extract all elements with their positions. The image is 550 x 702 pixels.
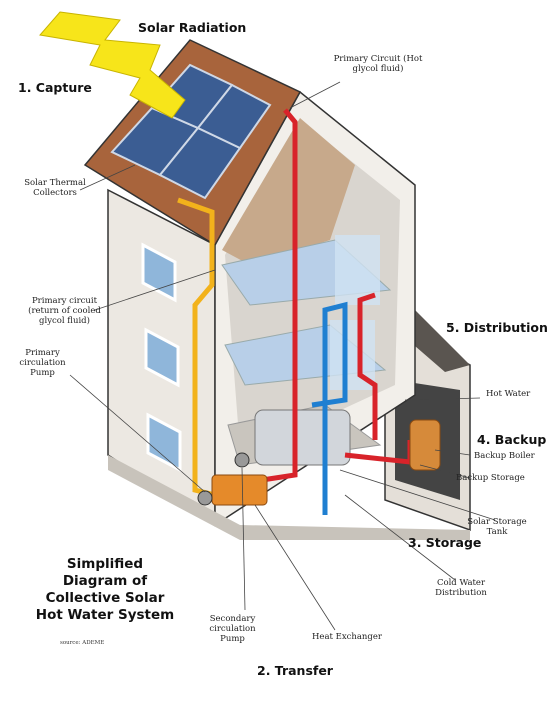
- title-line4: Hot Water System: [35, 607, 175, 623]
- label-primary-pump-line3: Pump: [30, 368, 55, 378]
- stage-backup: 4. Backup: [477, 432, 547, 447]
- solar-radiation-bolt: [39, 11, 186, 119]
- solar-panel-4: [196, 83, 272, 150]
- label-hot-water: Hot Water: [486, 389, 531, 399]
- title-line3: Collective Solar: [45, 590, 165, 606]
- stage-distribution: 5. Distribution: [446, 320, 548, 335]
- ground-base: [108, 455, 470, 540]
- secondary-pump: [234, 452, 250, 468]
- return-pipe: [177, 197, 216, 498]
- label-primary-circuit-return: Primary circuit (return of cooled glycol…: [22, 296, 107, 326]
- label-solar-thermal-collectors: Solar Thermal Collectors: [20, 178, 90, 198]
- stage-capture: 1. Capture: [18, 80, 92, 95]
- label-solar-radiation: Solar Radiation: [138, 20, 247, 35]
- label-heat-exchanger: Heat Exchanger: [312, 632, 382, 642]
- label-cold-water-distribution: Cold Water Distribution: [425, 578, 497, 598]
- leader-lines: [69, 81, 496, 631]
- stage-storage: 3. Storage: [408, 535, 482, 550]
- label-primary-circuit-hot: Primary Circuit (Hot glycol fluid): [318, 54, 438, 74]
- hot-pipe-distribution: [357, 292, 378, 440]
- label-backup-boiler: Backup Boiler: [474, 451, 535, 461]
- label-primary-pump-line2: circulation: [19, 358, 66, 368]
- window-middle: [144, 327, 180, 388]
- label-secondary-circulation-pump: Secondary circulation Pump: [200, 614, 265, 644]
- source-credit: source: ADEME: [60, 640, 105, 646]
- label-secondary-pump-line3: Pump: [220, 634, 245, 644]
- label-cold-line1: Cold Water: [436, 578, 486, 588]
- label-collectors-line1: Solar Thermal: [24, 178, 86, 188]
- label-solar-storage-tank: Solar Storage Tank: [462, 517, 532, 537]
- hot-pipe-primary: [261, 108, 298, 483]
- label-backup-storage: Backup Storage: [456, 473, 525, 483]
- label-tank-line1: Solar Storage: [467, 517, 527, 527]
- storage-tank: [254, 409, 351, 466]
- label-secondary-pump-line1: Secondary: [209, 614, 256, 624]
- label-cold-line2: Distribution: [435, 588, 487, 598]
- backup-boiler: [409, 419, 441, 471]
- label-return-line3: glycol fluid): [39, 316, 90, 326]
- cold-pipe: [311, 301, 348, 515]
- label-secondary-pump-line2: circulation: [209, 624, 256, 634]
- stage-transfer: 2. Transfer: [257, 663, 333, 678]
- label-return-line1: Primary circuit: [31, 296, 98, 306]
- label-collectors-line2: Collectors: [33, 188, 77, 198]
- title-line1: Simplified: [66, 556, 144, 572]
- heat-exchanger: [211, 474, 268, 506]
- primary-pump: [197, 490, 213, 506]
- label-primary-circuit-hot-line2: glycol fluid): [352, 64, 404, 74]
- label-primary-circulation-pump: Primary circulation Pump: [10, 348, 75, 378]
- diagram-title: Simplified Diagram of Collective Solar H…: [30, 556, 180, 624]
- label-return-line2: (return of cooled: [28, 306, 101, 316]
- label-tank-line2: Tank: [486, 527, 508, 537]
- label-primary-pump-line1: Primary: [25, 348, 60, 358]
- label-primary-circuit-hot-line1: Primary Circuit (Hot: [333, 54, 423, 64]
- attic-wood: [222, 118, 355, 265]
- title-line2: Diagram of: [62, 573, 148, 589]
